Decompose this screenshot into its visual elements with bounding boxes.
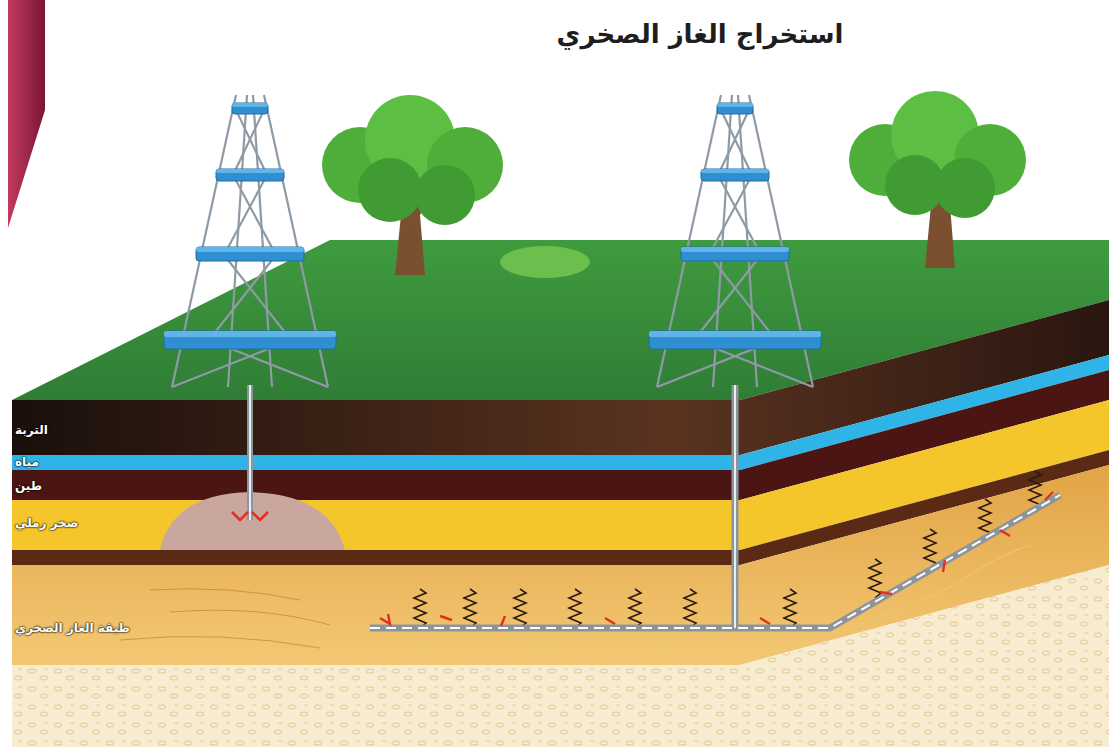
horizontal-pipe [370, 495, 1060, 628]
corner-ribbon [8, 0, 45, 228]
layer-label: صخر رملي [15, 516, 78, 530]
flow-arrows [232, 512, 268, 520]
tree [322, 95, 503, 275]
hill [500, 246, 590, 278]
diagram-title: استخراج الغاز الصخري [557, 19, 844, 49]
fracture-lines [414, 471, 1041, 628]
layer-label: التربة [15, 423, 48, 437]
tree [849, 91, 1026, 268]
gas-flow-arrows [380, 492, 1053, 626]
horizontal-pipe-highlight [370, 495, 1060, 628]
layer-label: طبقة الغاز الصخري [15, 621, 130, 635]
layer-label: طين [15, 479, 42, 493]
layer-label: مياه [15, 455, 39, 469]
well-pipe-highlight [734, 385, 736, 628]
well-pipe-highlight [249, 385, 251, 520]
well-pipe [247, 385, 253, 520]
drilling-rig [164, 95, 336, 387]
bedrock-layer [12, 565, 1109, 747]
well-pipe [732, 385, 739, 628]
drilling-rig [649, 95, 821, 387]
shale-strata [120, 589, 330, 648]
